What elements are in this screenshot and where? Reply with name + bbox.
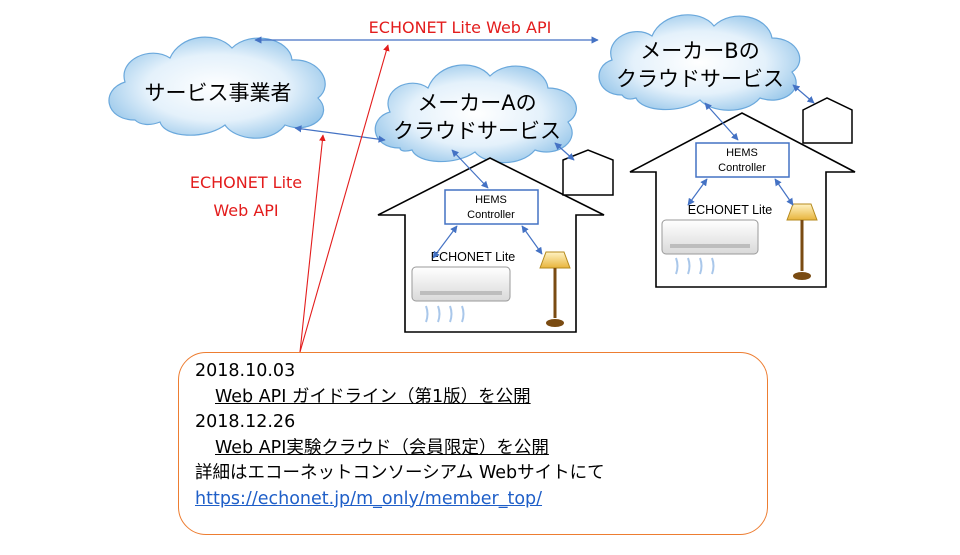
maker-a-to-small-house-arrow — [554, 142, 575, 161]
small-house-b — [802, 97, 853, 144]
hems-controller-a — [444, 189, 539, 225]
hems-b-line1: HEMS — [726, 147, 758, 159]
cloud-maker-b: メーカーBの クラウドサービス — [598, 14, 801, 111]
red-arrow-top — [299, 44, 390, 353]
service-provider-label: サービス事業者 — [145, 81, 292, 105]
house-a: HEMS Controller ECHONET Lite — [377, 149, 614, 333]
maker-b-to-small-house-arrow — [792, 84, 815, 104]
date-1: 2018.10.03 — [195, 361, 296, 381]
maker-a-to-hems-a-arrow — [451, 149, 489, 189]
date-2: 2018.12.26 — [195, 412, 296, 432]
maker-b-to-hems-b-arrow — [704, 102, 739, 141]
small-house-a — [562, 149, 614, 196]
maker-b-line1: メーカーBの — [640, 39, 759, 63]
announcement-2: Web API実験クラウド（会員限定）を公開 — [215, 437, 549, 458]
hems-b-to-ac-arrow — [687, 178, 708, 206]
hems-a-to-ac-arrow — [432, 225, 458, 259]
announcement-box: 2018.10.03 Web API ガイドライン（第1版）を公開 2018.1… — [178, 352, 768, 535]
hems-b-to-lamp-arrow — [774, 178, 794, 206]
announcement-1: Web API ガイドライン（第1版）を公開 — [215, 386, 531, 407]
hems-b-line2: Controller — [718, 162, 766, 174]
el-label-a: ECHONET Lite — [431, 250, 516, 264]
cloud-service-provider: サービス事業者 — [108, 36, 326, 139]
maker-a-line2: クラウドサービス — [393, 119, 561, 143]
floor-lamp-a-icon — [539, 251, 571, 327]
air-conditioner-b-icon — [661, 219, 759, 275]
left-api-label-line1: ECHONET Lite — [190, 173, 302, 192]
left-api-label-line2: Web API — [213, 201, 278, 220]
maker-a-line1: メーカーAの — [417, 91, 536, 115]
member-top-link[interactable]: https://echonet.jp/m_only/member_top/ — [195, 488, 543, 509]
maker-b-line2: クラウドサービス — [616, 67, 784, 91]
hems-a-line2: Controller — [467, 209, 515, 221]
hems-controller-b — [695, 142, 790, 178]
air-conditioner-a-icon — [411, 266, 511, 323]
el-label-b: ECHONET Lite — [688, 203, 773, 217]
details-text: 詳細はエコーネットコンソーシアム Webサイトにて — [195, 463, 605, 483]
cloud-maker-a: メーカーAの クラウドサービス — [374, 64, 577, 164]
red-arrow-left — [299, 134, 326, 353]
hems-a-to-lamp-arrow — [521, 225, 543, 255]
floor-lamp-b-icon — [786, 203, 818, 280]
house-b: HEMS Controller ECHONET Lite — [629, 97, 856, 288]
top-api-label: ECHONET Lite Web API — [369, 18, 552, 37]
hems-a-line1: HEMS — [475, 194, 507, 206]
service-to-maker-a-arrow — [294, 125, 386, 143]
